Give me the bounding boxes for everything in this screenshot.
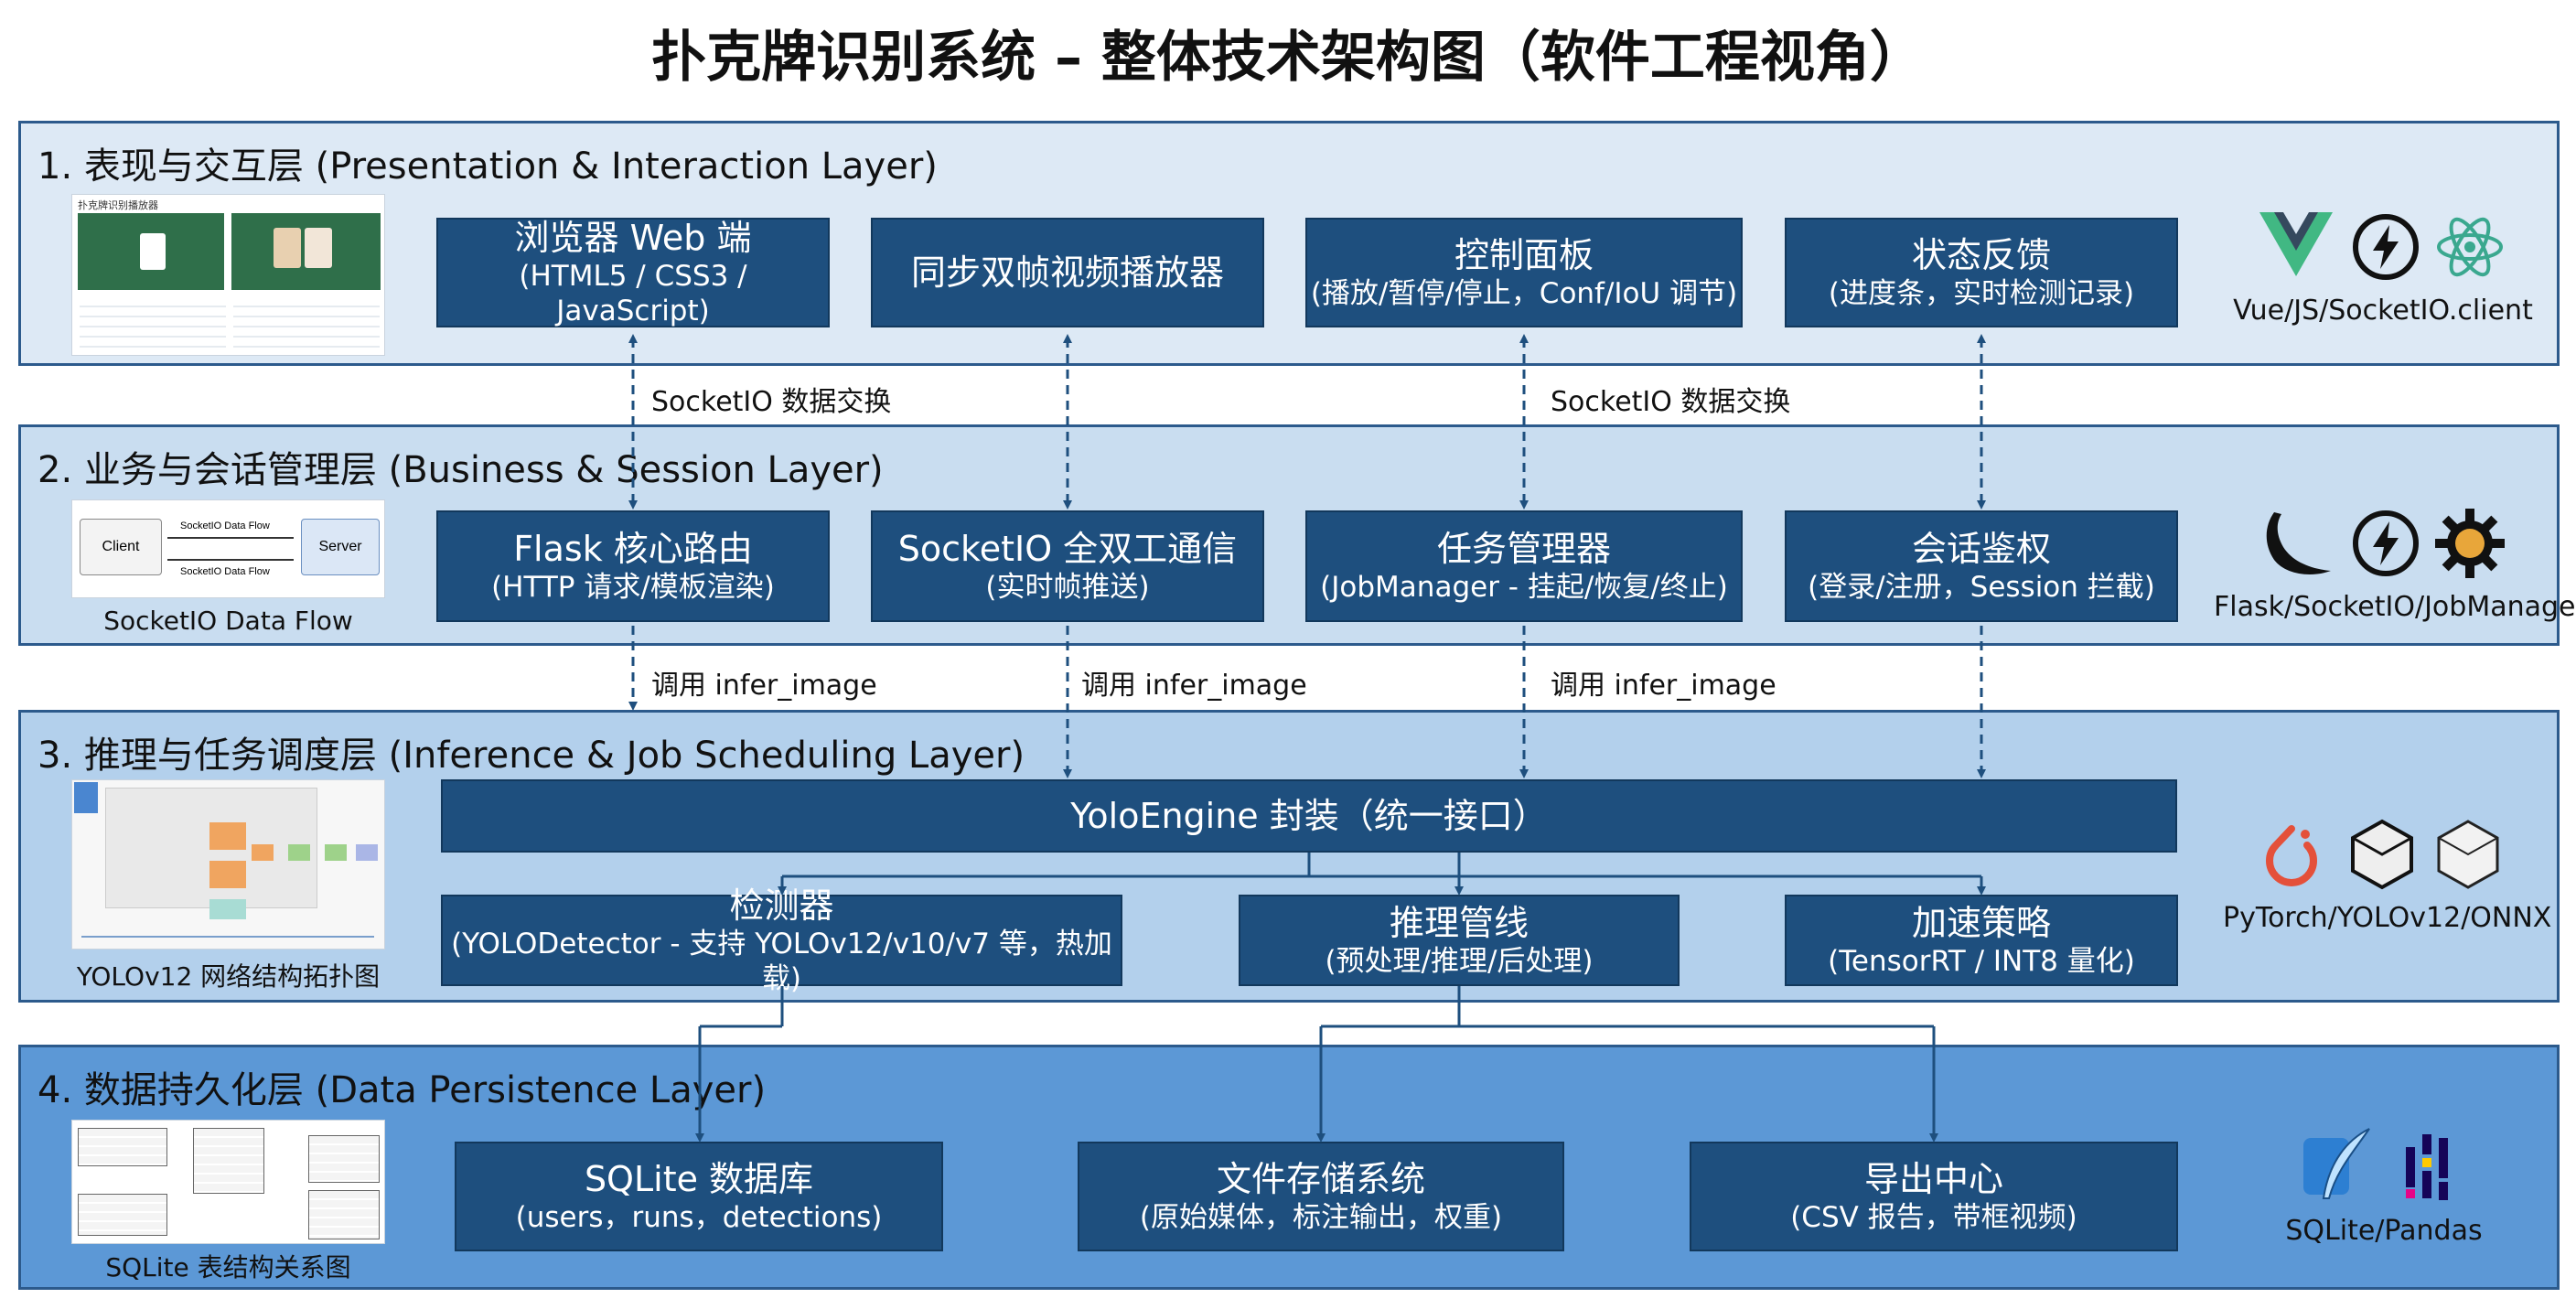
infer-image-label: 调用 infer_image [1551,670,1776,702]
acceleration-box: 加速策略(TensorRT / INT8 量化) [1785,895,2178,986]
control-panel-box: 控制面板(播放/暂停/停止，Conf/IoU 调节) [1305,218,1743,327]
socketio-flow-caption: SocketIO Data Flow [103,606,353,636]
server-node: Server [301,519,380,575]
vue-icon [2259,212,2333,276]
pandas-icon [2406,1134,2448,1200]
layer-title: 1. 表现与交互层 (Presentation & Interaction La… [38,145,938,188]
sqlite-schema-diagram [71,1120,385,1244]
layer-title: 3. 推理与任务调度层 (Inference & Job Scheduling … [38,735,1025,777]
page-title: 扑克牌识别系统 – 整体技术架构图（软件工程视角） [651,26,1925,90]
pytorch-icon [2266,825,2317,886]
tech-label-backend: Flask/SocketIO/JobManager [2214,591,2576,623]
tech-label-frontend: Vue/JS/SocketIO.client [2233,295,2533,327]
status-feedback-box: 状态反馈(进度条，实时检测记录) [1785,218,2178,327]
socketio-duplex-box: SocketIO 全双工通信(实时帧推送) [871,510,1264,622]
lightning-icon [2353,510,2419,576]
tech-label-inference: PyTorch/YOLOv12/ONNX [2223,902,2552,934]
tech-label-persistence: SQLite/Pandas [2285,1215,2483,1247]
flask-icon [2266,512,2331,574]
infer-image-label: 调用 infer_image [1081,670,1307,702]
thumb-title: 扑克牌识别播放器 [78,200,158,211]
file-storage-box: 文件存储系统(原始媒体，标注输出，权重) [1078,1142,1564,1251]
react-icon [2437,217,2503,277]
sqlite-schema-caption: SQLite 表结构关系图 [105,1252,351,1282]
browser-web-box: 浏览器 Web 端(HTML5 / CSS3 / JavaScript) [436,218,830,327]
lightning-icon [2353,214,2419,280]
session-auth-box: 会话鉴权(登录/注册，Session 拦截) [1785,510,2178,622]
yolov12-topology-diagram [71,779,385,950]
gear-icon [2435,509,2505,578]
job-manager-box: 任务管理器(JobManager - 挂起/恢复/终止) [1305,510,1743,622]
client-node: Client [80,519,162,575]
dual-frame-player-box: 同步双帧视频播放器 [871,218,1264,327]
socketio-flow-diagram: Client Server SocketIO Data Flow SocketI… [71,499,385,598]
flow-label-bottom: SocketIO Data Flow [180,566,270,577]
socketio-exchange-label: SocketIO 数据交换 [651,386,892,418]
yolo-engine-box: YoloEngine 封装（统一接口） [441,779,2177,853]
feather-icon [2303,1128,2370,1199]
layer-title: 2. 业务与会话管理层 (Business & Session Layer) [38,449,884,491]
inference-pipeline-box: 推理管线(预处理/推理/后处理) [1239,895,1680,986]
flow-label-top: SocketIO Data Flow [180,520,270,531]
socketio-exchange-label: SocketIO 数据交换 [1551,386,1791,418]
export-center-box: 导出中心(CSV 报告，带框视频) [1690,1142,2178,1251]
polyhedron-icon [2437,820,2499,889]
layer-title: 4. 数据持久化层 (Data Persistence Layer) [38,1069,767,1111]
flask-router-box: Flask 核心路由(HTTP 请求/模板渲染) [436,510,830,622]
sqlite-db-box: SQLite 数据库(users，runs，detections) [455,1142,943,1251]
infer-image-label: 调用 infer_image [651,670,877,702]
yolov12-topology-caption: YOLOv12 网络结构拓扑图 [76,961,381,992]
player-thumbnail: 扑克牌识别播放器 [71,194,385,356]
polyhedron-icon [2351,819,2413,890]
